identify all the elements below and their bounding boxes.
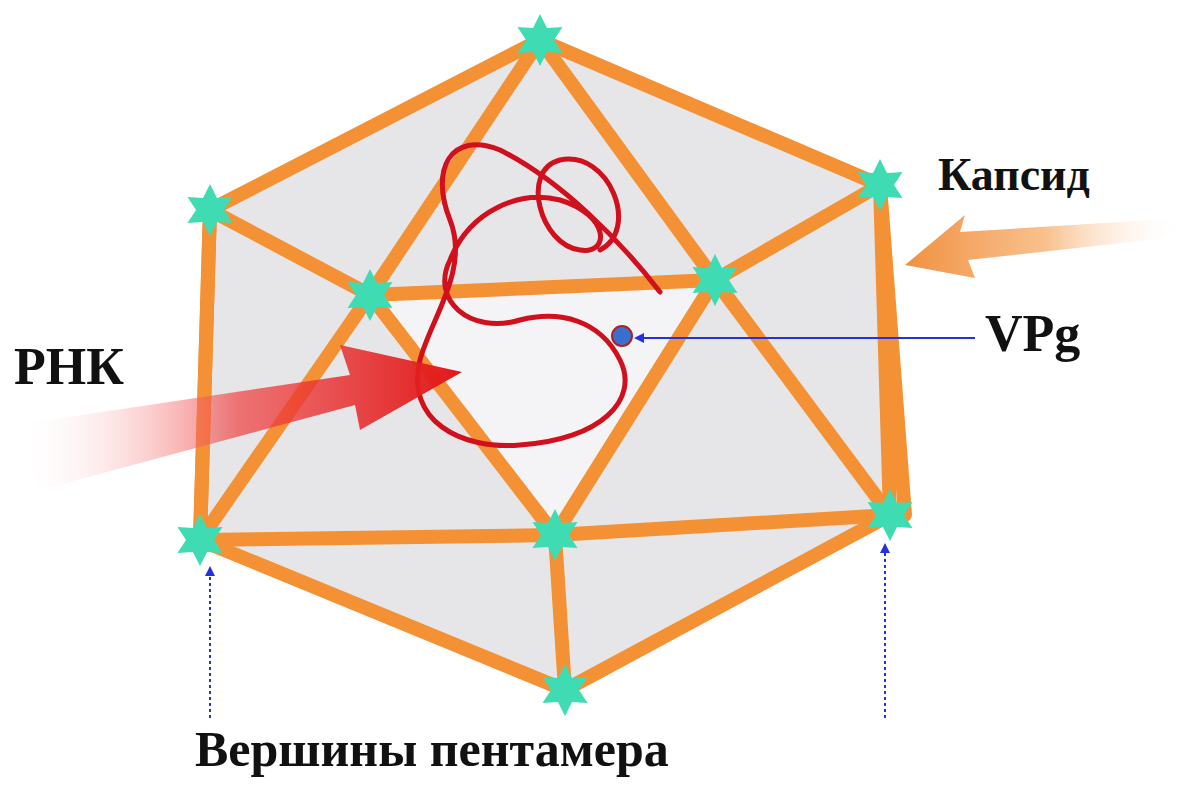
pentamer-vertex	[533, 509, 578, 561]
capsid-face	[200, 40, 890, 690]
pentamer-vertex	[348, 269, 393, 321]
pentamer-vertex	[868, 489, 913, 541]
leader-line	[209, 568, 211, 718]
leader-line	[884, 545, 886, 718]
pentamer-vertex	[543, 664, 588, 716]
pointer-arrow	[905, 215, 1185, 278]
leader-line	[636, 337, 975, 339]
part-label: VPg	[985, 305, 1080, 362]
pentamer-vertex	[693, 254, 738, 306]
pentamer-vertex	[858, 159, 903, 211]
rna-strand	[418, 145, 660, 446]
capsid-edges	[200, 40, 905, 690]
pentamer-vertex	[188, 184, 233, 236]
part-label: РНК	[14, 338, 124, 395]
part-label: Капсид	[938, 150, 1090, 201]
vpg-dot	[612, 326, 632, 346]
part-label: Вершины пентамера	[195, 722, 669, 777]
pentamer-vertex	[518, 14, 563, 66]
pentamer-vertex	[178, 514, 223, 566]
